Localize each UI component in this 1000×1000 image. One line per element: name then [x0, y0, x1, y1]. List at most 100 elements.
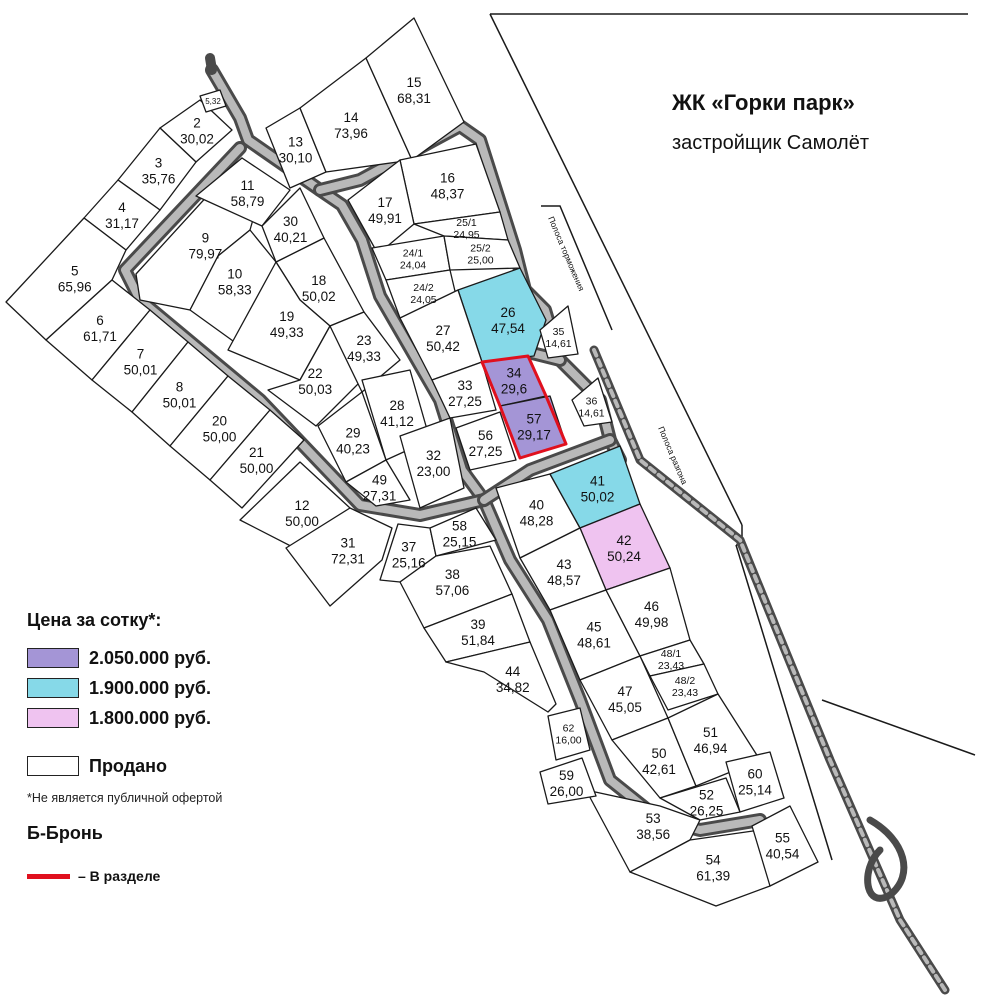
plot-21[interactable] — [209, 409, 305, 509]
legend-price-2: 1.900.000 руб. — [89, 677, 211, 698]
legend-row-price-1: 2.050.000 руб. — [27, 643, 287, 673]
plot-55[interactable] — [751, 805, 819, 887]
plot-30[interactable] — [261, 187, 325, 263]
plot-23[interactable] — [329, 311, 401, 393]
plot-11[interactable] — [195, 157, 291, 227]
plot-36[interactable] — [571, 377, 613, 427]
price-legend: Цена за сотку*: 2.050.000 руб. 1.900.000… — [27, 610, 287, 884]
plot-56[interactable] — [455, 411, 517, 471]
plot-31[interactable] — [285, 507, 393, 607]
plot-small-5-32[interactable] — [199, 89, 227, 113]
developer-subtitle: застройщик Самолёт — [672, 132, 869, 154]
legend-swatch-purple — [27, 648, 79, 668]
plot-33[interactable] — [431, 361, 497, 419]
plot-53[interactable] — [585, 789, 701, 873]
plot-38[interactable] — [399, 545, 513, 629]
legend-price-1: 2.050.000 руб. — [89, 647, 211, 668]
plot-49[interactable] — [345, 459, 411, 507]
legend-divided-label: – В разделе — [78, 868, 161, 884]
plot-59[interactable] — [539, 757, 597, 805]
highway-edge-lower — [735, 544, 833, 861]
plot-32[interactable] — [399, 417, 465, 509]
plot-44[interactable] — [445, 641, 557, 713]
plot-60[interactable] — [725, 751, 785, 813]
highway-edge-right — [821, 699, 976, 756]
plot-15[interactable] — [365, 17, 465, 161]
plot-35[interactable] — [539, 305, 579, 359]
legend-row-divided: – В разделе — [27, 868, 287, 884]
legend-swatch-pink — [27, 708, 79, 728]
legend-footnote: *Не является публичной офертой — [27, 791, 223, 805]
plots — [5, 17, 819, 907]
plot-label-small: 5,32 — [205, 97, 221, 106]
legend-row-price-2: 1.900.000 руб. — [27, 673, 287, 703]
plot-19[interactable] — [227, 261, 331, 381]
highway — [489, 13, 976, 861]
project-title: ЖК «Горки парк» — [672, 90, 855, 115]
plot-5[interactable] — [5, 217, 127, 341]
legend-reserve: Б-Бронь — [27, 823, 103, 843]
plot-62[interactable] — [547, 707, 591, 761]
divided-outline-34-57 — [480, 354, 568, 460]
plot-58[interactable] — [429, 507, 497, 557]
braking-lane-edge — [541, 205, 613, 331]
legend-heading: Цена за сотку*: — [27, 610, 162, 630]
legend-swatch-cyan — [27, 678, 79, 698]
plot-10[interactable] — [189, 229, 277, 347]
